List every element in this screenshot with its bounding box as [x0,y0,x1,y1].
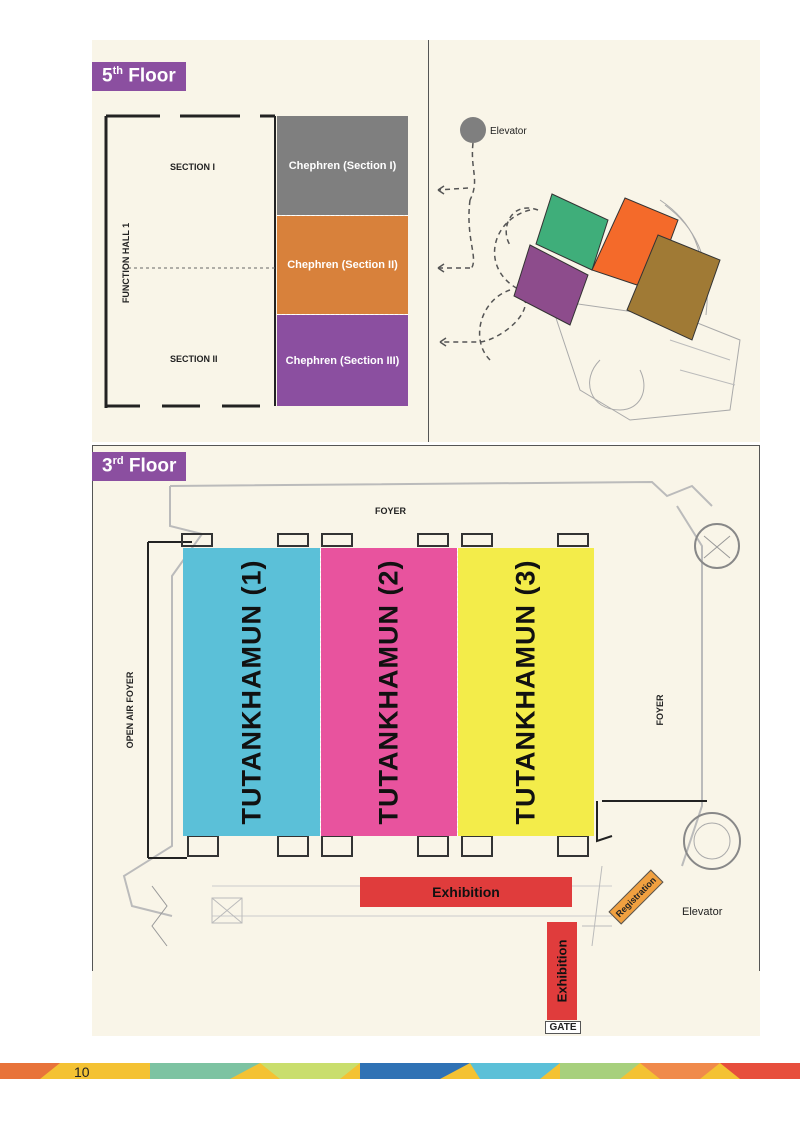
chephren-section-1-label: Chephren (Section I) [288,159,397,172]
floor5-badge: 5th Floor [92,62,186,92]
open-air-foyer-label: OPEN AIR FOYER [125,671,135,749]
floor3-elevator-label: Elevator [682,906,723,918]
chephren-section-1[interactable]: Chephren (Section I) [277,116,408,215]
exhibition-side-area[interactable]: Exhibition [547,922,577,1020]
floor3-building-outline [122,480,741,947]
tutankhamun-1-hall[interactable]: TUTANKHAMUN (1) [183,548,320,836]
floor5-elevator-label: Elevator [490,126,527,137]
tutankhamun-1-label: TUTANKHAMUN (1) [236,559,266,825]
exhibition-side-label: Exhibition [554,939,570,1003]
page-number: 10 [74,1064,90,1080]
chephren-section-3-label: Chephren (Section III) [285,354,400,367]
tutankhamun-3-label: TUTANKHAMUN (3) [510,559,541,825]
function-hall-label: FUNCTION HALL 1 [121,222,131,304]
floor3-left-border [92,446,93,971]
room-divider-2 [277,314,408,315]
tutankhamun-3-hall[interactable]: TUTANKHAMUN (3) [458,548,594,836]
section-i-label: SECTION I [170,162,216,172]
chephren-section-2-label: Chephren (Section II) [287,259,398,271]
tutankhamun-2-hall[interactable]: TUTANKHAMUN (2) [321,548,457,836]
floor3-badge: 3rd Floor [92,452,187,482]
foyer-top-label: FOYER [375,506,407,516]
hall-divider-2 [457,548,458,836]
floor5-mini-plan [437,117,741,421]
gate-label: GATE [545,1021,581,1034]
floor5-divider [428,40,429,442]
floor3-top-border [92,445,760,446]
floor3-right-border [759,446,760,971]
footer-stripe [0,1063,800,1079]
chephren-section-2[interactable]: Chephren (Section II) [277,216,408,314]
chephren-section-3[interactable]: Chephren (Section III) [277,315,408,406]
exhibition-main-label: Exhibition [432,884,500,900]
hall-divider-1 [320,548,321,836]
section-ii-label: SECTION II [170,354,218,364]
tutankhamun-2-label: TUTANKHAMUN (2) [373,559,404,825]
function-hall-outline [104,114,276,408]
room-divider-1 [277,215,408,216]
exhibition-main-area[interactable]: Exhibition [360,877,572,907]
foyer-right-label: FOYER [655,694,665,726]
